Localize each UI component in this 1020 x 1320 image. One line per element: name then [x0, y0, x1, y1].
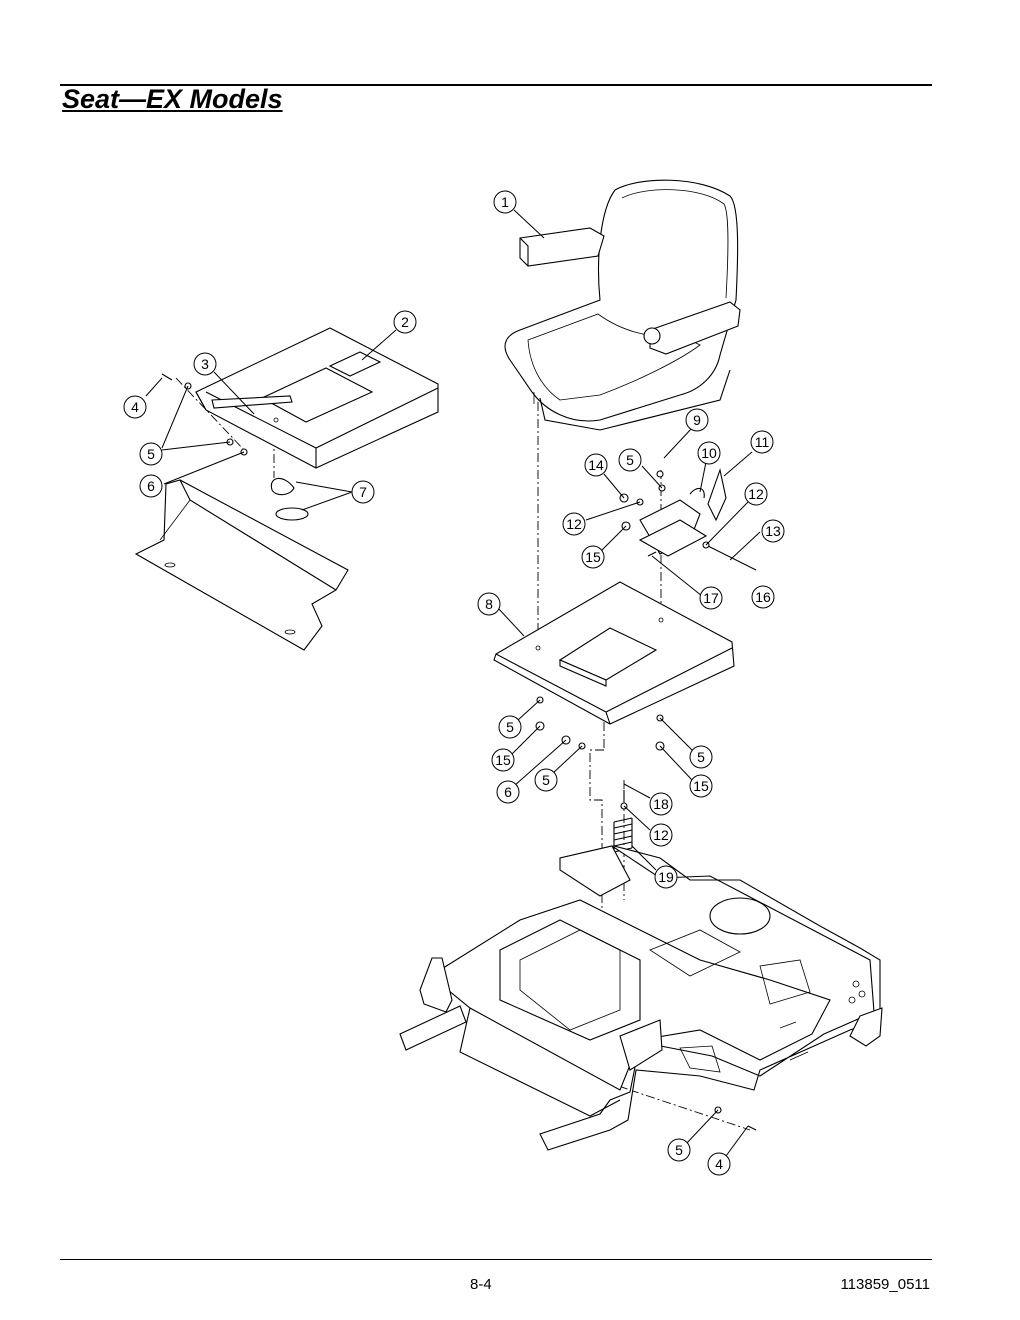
callout-label: 17 [703, 590, 719, 606]
callout: 1 [493, 190, 517, 214]
callout: 12 [744, 482, 768, 506]
page-title: Seat—EX Models [62, 84, 283, 114]
callout-label: 12 [748, 486, 764, 502]
callout: 18 [649, 792, 673, 816]
callout: 15 [581, 545, 605, 569]
callout: 15 [689, 774, 713, 798]
callout: 13 [761, 519, 785, 543]
callout: 4 [123, 395, 147, 419]
callout-label: 5 [697, 749, 705, 765]
callout-label: 5 [506, 719, 514, 735]
frame-part [399, 845, 883, 1151]
top-rule [60, 84, 932, 86]
callout: 5 [618, 448, 642, 472]
callout-label: 15 [495, 752, 511, 768]
callout-label: 13 [765, 523, 781, 539]
callout: 11 [750, 430, 774, 454]
callout-label: 6 [504, 784, 512, 800]
callout: 15 [491, 748, 515, 772]
bottom-rule [60, 1259, 932, 1260]
callout-label: 8 [485, 596, 493, 612]
callout: 12 [562, 512, 586, 536]
callout: 6 [139, 474, 163, 498]
callout-label: 7 [359, 484, 367, 500]
page-number: 8-4 [470, 1276, 492, 1293]
callout-label: 11 [755, 434, 770, 450]
callout: 5 [689, 745, 713, 769]
callout: 14 [584, 453, 608, 477]
callout-label: 4 [715, 1156, 723, 1172]
callout-label: 2 [401, 314, 409, 330]
callout: 4 [707, 1152, 731, 1176]
callout-label: 10 [701, 445, 717, 461]
callout: 17 [699, 586, 723, 610]
callout-label: 6 [147, 478, 155, 494]
leader-lines [145, 209, 761, 1157]
callout-label: 19 [658, 869, 674, 885]
callout-label: 5 [147, 446, 155, 462]
left-shroud-part [134, 479, 349, 651]
callout: 8 [477, 592, 501, 616]
callout-label: 18 [653, 796, 669, 812]
callout-label: 12 [653, 827, 669, 843]
callout: 5 [534, 768, 558, 792]
callout: 9 [685, 408, 709, 432]
callout: 5 [667, 1138, 691, 1162]
callout-label: 4 [131, 399, 139, 415]
callout: 2 [393, 310, 417, 334]
callout: 7 [351, 480, 375, 504]
callout-label: 12 [566, 516, 582, 532]
callout-label: 16 [755, 589, 771, 605]
callout: 3 [193, 352, 217, 376]
callout: 16 [751, 585, 775, 609]
callout-label: 5 [542, 772, 550, 788]
callout-label: 3 [201, 356, 209, 372]
callout-label: 14 [588, 457, 604, 473]
callout-label: 5 [626, 452, 634, 468]
callout: 10 [697, 441, 721, 465]
callout-label: 15 [585, 549, 601, 565]
callout: 5 [498, 715, 522, 739]
seat-part [504, 179, 741, 431]
callout-label: 5 [675, 1142, 683, 1158]
callout-label: 9 [693, 412, 701, 428]
callout-label: 15 [693, 778, 709, 794]
callout: 12 [649, 823, 673, 847]
callout: 6 [496, 780, 520, 804]
middle-seat-plate-part [493, 581, 735, 725]
hardware-parts [161, 373, 757, 1131]
callout: 5 [139, 442, 163, 466]
callout: 19 [654, 865, 678, 889]
document-number: 113859_0511 [840, 1276, 930, 1293]
callout-label: 1 [501, 194, 509, 210]
latch-assembly-part [638, 467, 757, 571]
left-seat-plate-part [195, 327, 439, 469]
